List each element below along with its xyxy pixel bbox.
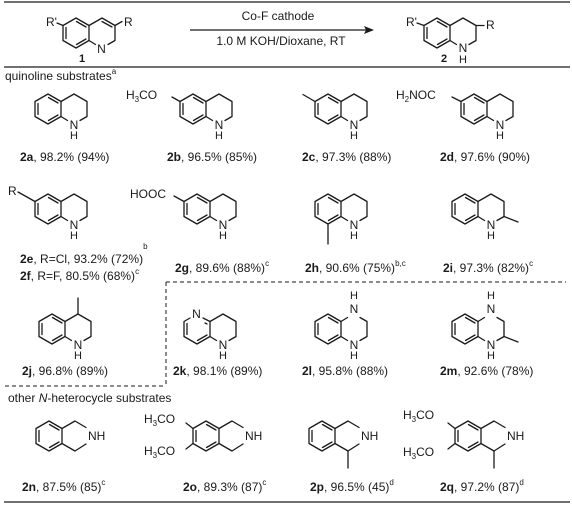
product-r: R [486, 18, 495, 32]
atom-n: N [496, 118, 505, 132]
atom-n: N [487, 338, 496, 352]
substituent-h3co-bottom: H3CO [403, 445, 434, 461]
caption-2k: 2k, 98.1% (89%) [173, 364, 262, 378]
caption-2a: 2a, 98.2% (94%) [20, 150, 109, 164]
structure-2n: NH [35, 420, 105, 452]
product-r-prime: R' [406, 15, 417, 29]
atom-h: H [70, 230, 78, 242]
atom-n: N [350, 218, 359, 232]
structure-2q: NH H3CO H3CO [403, 408, 524, 469]
caption-2b: 2b, 96.5% (85%) [167, 150, 257, 164]
atom-h: H [350, 230, 358, 242]
atom-n: N [70, 218, 79, 232]
product-h-atom: H [459, 54, 467, 66]
structure-2e-2f: R N H [8, 184, 88, 242]
structure-2m: H N N H [451, 290, 519, 362]
dashed-separators [5, 281, 566, 387]
atom-h: H [219, 230, 227, 242]
structure-2i: N H [451, 193, 519, 242]
atom-n: N [350, 118, 359, 132]
atom-n: N [70, 118, 79, 132]
atom-n-top: N [350, 302, 359, 316]
caption-2j: 2j, 96.8% (89%) [22, 364, 108, 378]
atom-n-pyridine: N [192, 307, 201, 321]
caption-2o: 2o, 89.3% (87)c [183, 478, 266, 494]
atom-n: N [74, 338, 83, 352]
atom-h-top: H [487, 290, 495, 302]
reactant-r: R [124, 15, 133, 29]
substituent-hooc: HOOC [130, 187, 166, 201]
atom-nh: NH [245, 429, 262, 443]
structure-2c: N H [302, 93, 368, 142]
caption-2i: 2i, 97.3% (82%)c [443, 259, 533, 275]
substituent-h2noc: H2NOC [396, 88, 436, 104]
structure-2d: N H H2NOC [396, 88, 514, 142]
atom-nh: NH [507, 429, 524, 443]
caption-2n: 2n, 87.5% (85)c [22, 478, 105, 494]
condition-bottom: 1.0 M KOH/Dioxane, RT [216, 34, 346, 48]
structure-2p: NH [308, 420, 378, 469]
caption-2e: 2e, R=Cl, 93.2% (72%)b [20, 242, 148, 266]
structure-2l: H N N H [314, 290, 368, 362]
substituent-h3co-bottom: H3CO [144, 444, 175, 460]
caption-2l: 2l, 95.8% (88%) [302, 364, 388, 378]
substituent-h3co-top: H3CO [144, 412, 175, 428]
atom-n: N [219, 218, 228, 232]
structure-2j: N H [38, 297, 92, 362]
reaction-arrow: Co-F cathode 1.0 M KOH/Dioxane, RT [190, 9, 374, 48]
caption-2m: 2m, 92.6% (78%) [440, 364, 533, 378]
atom-h: H [74, 350, 82, 362]
atom-h-top: H [350, 290, 358, 302]
product-tetrahydroquinoline: N H R' R 2 [406, 15, 495, 66]
atom-n: N [219, 338, 228, 352]
caption-2p: 2p, 96.5% (45)d [310, 478, 394, 494]
atom-n-top: N [487, 302, 496, 316]
caption-2g: 2g, 89.6% (88%)c [175, 259, 269, 275]
caption-2d: 2d, 97.6% (90%) [440, 150, 530, 164]
atom-n: N [215, 118, 224, 132]
structure-2h: N H [314, 193, 368, 245]
atom-h: H [219, 350, 227, 362]
caption-2f: 2f, R=F, 80.5% (68%)c [20, 267, 139, 283]
caption-2c: 2c, 97.3% (88%) [302, 150, 391, 164]
structure-2a: N H [34, 93, 88, 142]
condition-top: Co-F cathode [242, 9, 315, 23]
reactant-label: 1 [79, 53, 85, 65]
caption-2h: 2h, 90.6% (75%)b,c [305, 259, 406, 275]
reactant-r-prime: R' [46, 15, 57, 29]
substituent-h3co: H3CO [126, 88, 157, 104]
atom-n: N [350, 338, 359, 352]
atom-h: H [350, 130, 358, 142]
atom-h: H [487, 350, 495, 362]
structure-2o: NH H3CO H3CO [144, 412, 262, 460]
structure-2b: N H H3CO [126, 88, 233, 142]
reactant-n-atom: N [97, 42, 106, 56]
reactant-quinoline: N R' R 1 [46, 15, 133, 65]
caption-2q: 2q, 97.2% (87)d [440, 478, 524, 494]
atom-h: H [496, 130, 504, 142]
section-other-label: other N-heterocycle substrates [8, 391, 171, 405]
structure-2g: HOOC N H [130, 187, 237, 242]
atom-nh: NH [361, 429, 378, 443]
atom-nh: NH [88, 429, 105, 443]
atom-h: H [487, 230, 495, 242]
reaction-header: N R' R 1 Co-F cathode 1.0 M KOH/Dioxane,… [4, 1, 570, 68]
section-quinoline-label: quinoline substratesa [5, 67, 117, 83]
atom-h: H [350, 350, 358, 362]
structure-2k: N N H [183, 307, 237, 362]
atom-h: H [70, 130, 78, 142]
atom-h: H [215, 130, 223, 142]
substituent-r: R [8, 184, 17, 198]
atom-n: N [487, 218, 496, 232]
product-n-atom: N [459, 41, 468, 55]
substituent-h3co-top: H3CO [403, 408, 434, 424]
product-label: 2 [441, 53, 447, 65]
